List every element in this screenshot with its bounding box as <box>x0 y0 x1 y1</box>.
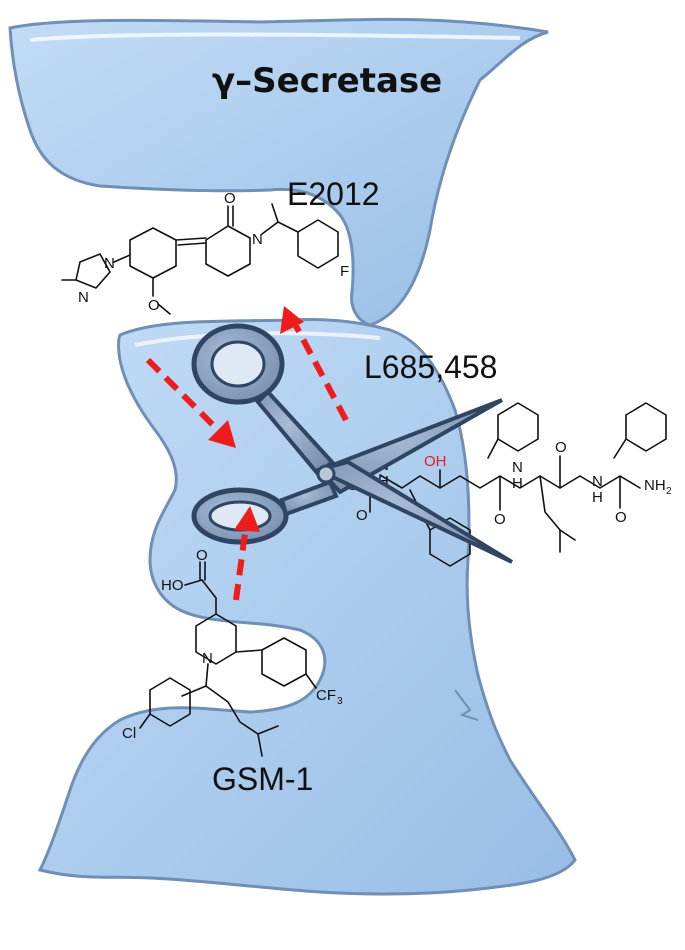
atom-gsm-ho: HO <box>161 577 184 594</box>
modulation-arrows <box>145 306 349 601</box>
arrow-up-from-gsm-head <box>234 506 260 532</box>
atom-gsm-n: N <box>202 650 213 667</box>
arrow-up-to-e2012-head <box>280 306 304 334</box>
atom-l685-nh-sub: 2 <box>666 486 672 497</box>
diagram-title: γ–Secretase <box>212 61 442 101</box>
e2012-structure: O N F N N O <box>61 190 349 315</box>
atom-gsm-cf: CF <box>316 687 336 704</box>
secretase-membrane-shape <box>8 17 549 327</box>
arrow-into-pocket <box>145 357 223 435</box>
arrow-up-from-gsm <box>233 525 249 601</box>
atom-e2012-imid-n1: N <box>104 255 115 272</box>
atom-gsm-cf-sub: 3 <box>337 696 343 707</box>
atom-l685-n2: N <box>512 459 523 476</box>
membrane-highlight-top <box>29 32 521 42</box>
atom-l685-o2: O <box>555 439 567 456</box>
atom-l685-o5: O <box>356 507 368 524</box>
membrane-notch <box>454 689 479 721</box>
label-l685-458: L685,458 <box>364 349 497 385</box>
secretase-membrane-middle <box>37 317 577 896</box>
atom-l685-h2: H <box>512 475 523 492</box>
atom-l685-oh: OH <box>424 453 447 470</box>
label-e2012: E2012 <box>287 176 380 212</box>
atom-e2012-imid-n2: N <box>78 289 89 306</box>
gsm-1-structure: HO O N Cl CF 3 <box>122 547 343 757</box>
arrow-into-pocket-head <box>208 420 236 448</box>
atom-e2012-o: O <box>224 190 236 207</box>
label-gsm-1: GSM-1 <box>212 761 313 797</box>
atom-e2012-n: N <box>252 231 263 248</box>
atom-l685-nh: NH <box>644 477 666 494</box>
atom-l685-o1: O <box>494 511 506 528</box>
arrow-up-to-e2012 <box>293 324 349 422</box>
atom-l685-h3: H <box>592 489 603 506</box>
atom-l685-o3: O <box>615 509 627 526</box>
atom-e2012-methoxy-o: O <box>148 297 160 314</box>
atom-l685-n3: N <box>592 473 603 490</box>
atom-gsm-o: O <box>196 547 208 564</box>
scissors-icon <box>191 323 514 564</box>
atom-gsm-cl: Cl <box>122 725 136 742</box>
atom-e2012-f: F <box>340 263 349 280</box>
